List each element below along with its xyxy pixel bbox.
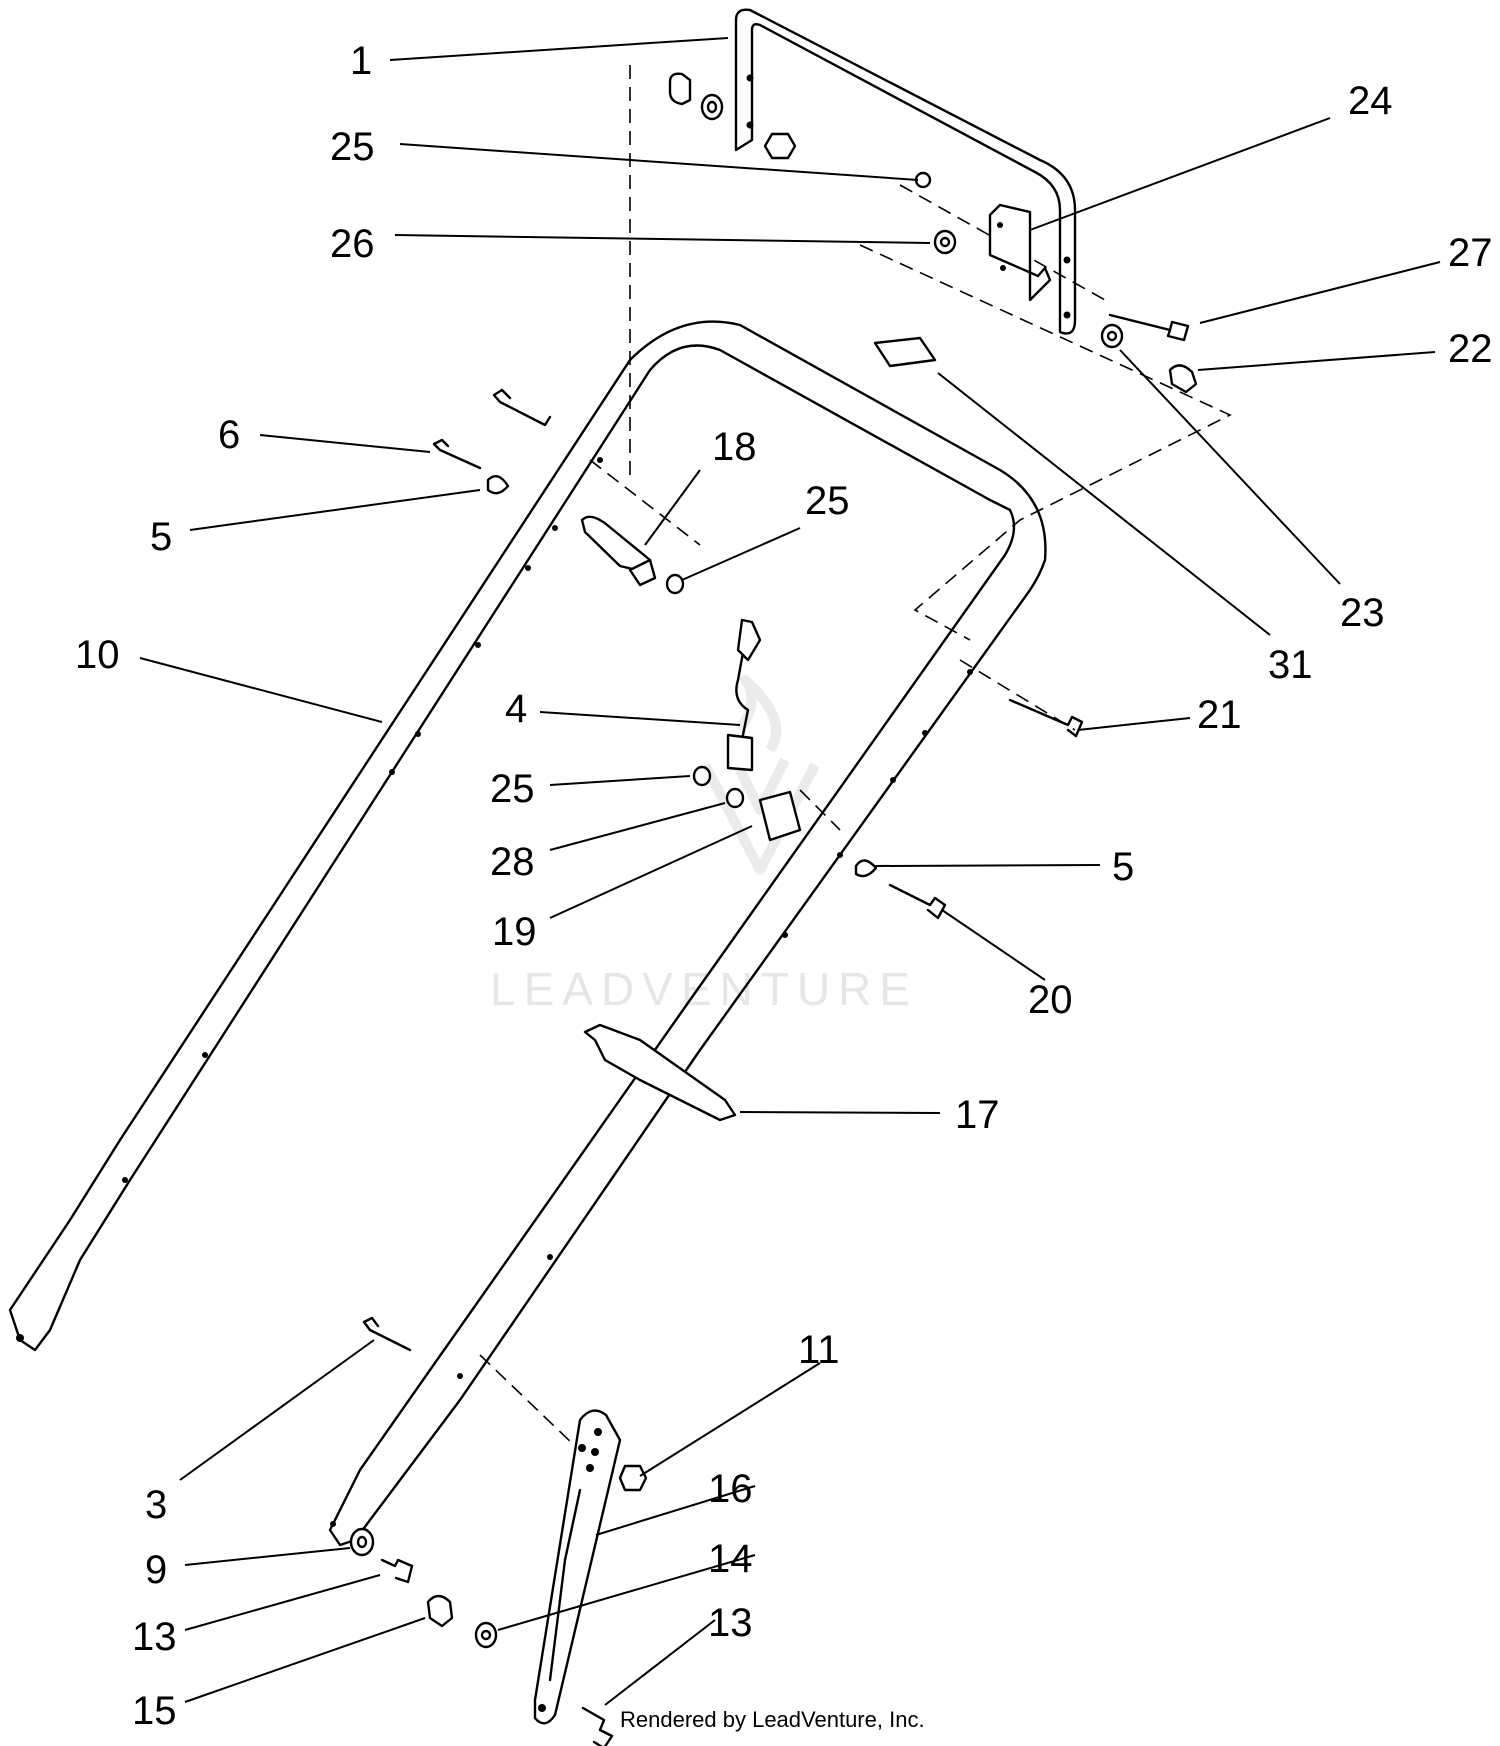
leader-lines (139, 37, 1441, 1706)
callout-labels: 1 25 26 24 27 22 6 18 25 5 23 31 10 4 21… (75, 39, 1493, 1733)
control-bracket-plate (988, 203, 1052, 302)
callout-23: 23 (1340, 591, 1385, 635)
switch-cable (726, 618, 762, 772)
callout-15: 15 (132, 1689, 177, 1733)
callout-13: 13 (708, 1601, 753, 1645)
callout-24: 24 (1348, 79, 1393, 123)
callout-9: 9 (145, 1548, 167, 1592)
callout-17: 17 (955, 1093, 1000, 1137)
callout-20: 20 (1028, 978, 1073, 1022)
callout-25: 25 (330, 125, 375, 169)
decal (873, 336, 937, 368)
bail-hardware (668, 72, 957, 255)
callout-5: 5 (150, 515, 172, 559)
callout-18: 18 (712, 425, 757, 469)
callout-4: 4 (505, 687, 527, 731)
callout-6: 6 (218, 413, 240, 457)
callout-26: 26 (330, 222, 375, 266)
callout-11: 11 (798, 1328, 840, 1372)
switch-hardware (692, 765, 802, 842)
callout-27: 27 (1448, 231, 1493, 275)
callout-10: 10 (75, 633, 120, 677)
watermark: LEADVENTURE (490, 675, 918, 1015)
control-lever (583, 1023, 737, 1122)
callout-28: 28 (490, 840, 535, 884)
callout-25: 25 (490, 767, 535, 811)
left-bolts (432, 388, 552, 495)
callout-31: 31 (1268, 643, 1313, 687)
bottom-hardware (349, 1464, 648, 1746)
right-side-hardware (1100, 313, 1198, 394)
lower-bolt (362, 1316, 412, 1352)
cable-clip (580, 515, 685, 595)
callout-1: 1 (350, 39, 372, 83)
callout-25: 25 (805, 479, 850, 523)
right-bolts (854, 698, 1084, 920)
callout-16: 16 (708, 1467, 753, 1511)
height-adjust-plate (533, 1409, 622, 1725)
callout-14: 14 (708, 1537, 753, 1581)
upper-handle-bail (734, 8, 1077, 335)
callout-21: 21 (1197, 693, 1242, 737)
callout-19: 19 (492, 910, 537, 954)
lower-handle-frame (8, 320, 1047, 1547)
callout-13: 13 (132, 1615, 177, 1659)
callout-3: 3 (145, 1483, 167, 1527)
callout-5: 5 (1112, 845, 1134, 889)
render-credit: Rendered by LeadVenture, Inc. (620, 1707, 925, 1732)
callout-22: 22 (1448, 327, 1493, 371)
watermark-text: LEADVENTURE (490, 963, 918, 1015)
